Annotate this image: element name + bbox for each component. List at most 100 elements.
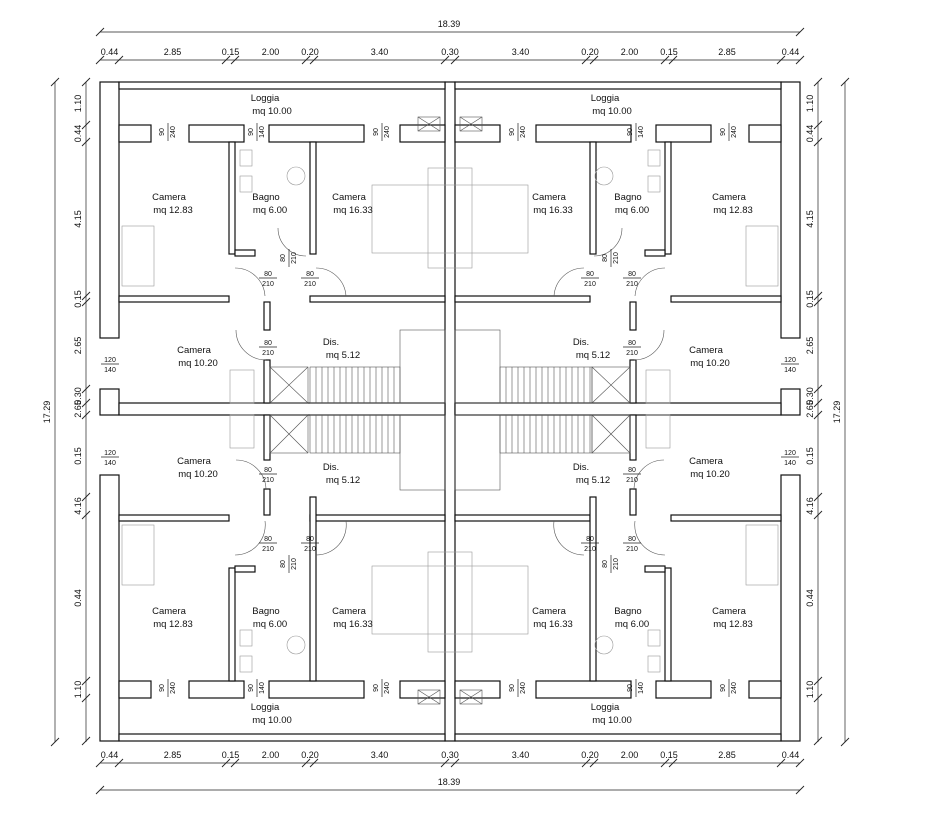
right-dim-segment-label: 1.10 — [805, 681, 815, 699]
right-dim-segment-label: 0.30 — [805, 387, 815, 405]
left-dim-segment-label: 0.44 — [73, 589, 83, 607]
top-dim-tick — [309, 55, 319, 65]
bath-door-width: 80 — [602, 254, 609, 262]
window-height: 240 — [520, 682, 527, 694]
door-height: 210 — [626, 350, 638, 357]
camera-c-bl-area: mq 10.20 — [178, 469, 218, 480]
window-width: 90 — [248, 128, 255, 136]
left-dim-segment-label: 1.10 — [73, 95, 83, 113]
camera-c-bl-name: Camera — [177, 456, 212, 467]
right-dim-segment-label: 0.15 — [805, 290, 815, 308]
right-dim-tick — [813, 297, 823, 307]
door-height: 210 — [626, 477, 638, 484]
top-dim-segment-label: 2.00 — [262, 47, 280, 57]
window-height: 240 — [170, 126, 177, 138]
right-dim-tick — [813, 676, 823, 686]
top-dim-segment-label: 0.15 — [660, 47, 678, 57]
right-dim-tick — [813, 291, 823, 301]
bagno-tr-name: Bagno — [614, 192, 641, 203]
left-dim-tick — [81, 410, 91, 420]
door-height: 210 — [262, 477, 274, 484]
bath-door-width: 80 — [280, 560, 287, 568]
camera-a-bl-area: mq 12.83 — [153, 619, 193, 630]
window-height: 240 — [731, 682, 738, 694]
bagno-br-name: Bagno — [614, 606, 641, 617]
left-dim-tick — [81, 120, 91, 130]
right-dim-segment-label: 2.65 — [805, 400, 815, 418]
bagno-tr-area: mq 6.00 — [615, 205, 649, 216]
bottom-dim-segment-label: 3.40 — [512, 750, 530, 760]
bath-door-height: 210 — [291, 558, 298, 570]
right-dim-tick — [813, 693, 823, 703]
top-dim-tick — [668, 55, 678, 65]
right-dim-tick — [813, 736, 823, 746]
window-width: 90 — [509, 128, 516, 136]
dis-tr-name: Dis. — [573, 337, 589, 348]
left-dim-tick — [81, 492, 91, 502]
right-dim-tick — [813, 492, 823, 502]
left-dim-tick — [81, 384, 91, 394]
dis-bl-name: Dis. — [323, 462, 339, 473]
door-height: 210 — [626, 281, 638, 288]
dis-bl-area: mq 5.12 — [326, 475, 360, 486]
top-dim-segment-label: 3.40 — [371, 47, 389, 57]
top-dim-segment-label: 2.85 — [718, 47, 736, 57]
bath-door-height: 210 — [291, 252, 298, 264]
left-dimensions: 17.29 1.100.444.150.152.650.302.650.154.… — [42, 77, 91, 747]
side-window-width: 120 — [784, 357, 796, 364]
window-height: 240 — [731, 126, 738, 138]
camera-b-tl-area: mq 16.33 — [333, 205, 373, 216]
top-dim-tick — [660, 55, 670, 65]
bottom-dim-tick — [795, 758, 805, 768]
bath-door-height: 210 — [613, 252, 620, 264]
bottom-dim-tick — [776, 758, 786, 768]
top-dim-tick — [221, 55, 231, 65]
bottom-dim-segment-label: 3.40 — [371, 750, 389, 760]
top-dim-segment-label: 0.20 — [301, 47, 319, 57]
left-dim-segment-label: 0.15 — [73, 447, 83, 465]
left-dim-tick — [81, 137, 91, 147]
bottom-dim-tick — [450, 758, 460, 768]
camera-a-tl-name: Camera — [152, 192, 187, 203]
dis-br-name: Dis. — [573, 462, 589, 473]
left-dim-tick — [81, 736, 91, 746]
top-dim-segment-label: 0.44 — [782, 47, 800, 57]
door-height: 210 — [626, 546, 638, 553]
camera-b-tl-name: Camera — [332, 192, 367, 203]
door-width: 80 — [628, 340, 636, 347]
window-height: 240 — [520, 126, 527, 138]
dis-br-area: mq 5.12 — [576, 475, 610, 486]
right-dim-tick — [813, 77, 823, 87]
right-dim-segment-label: 4.16 — [805, 497, 815, 515]
window-width: 90 — [720, 684, 727, 692]
top-dim-segment-label: 0.20 — [581, 47, 599, 57]
top-dim-tick — [440, 55, 450, 65]
top-dim-segment-label: 0.44 — [101, 47, 119, 57]
window-width: 90 — [509, 684, 516, 692]
camera-c-tr-name: Camera — [689, 345, 724, 356]
right-dim-tick — [813, 384, 823, 394]
window-width: 90 — [248, 684, 255, 692]
right-dim-tick — [813, 398, 823, 408]
side-window-width: 120 — [784, 450, 796, 457]
furniture — [121, 149, 779, 673]
bottom-dim-tick — [230, 758, 240, 768]
left-dim-tick — [81, 510, 91, 520]
side-window-width: 120 — [104, 357, 116, 364]
bottom-dim-tick — [668, 758, 678, 768]
door-height: 210 — [304, 546, 316, 553]
right-dim-segment-label: 2.65 — [805, 337, 815, 355]
door-height: 210 — [584, 281, 596, 288]
loggia-top-left-name: Loggia — [251, 93, 280, 104]
top-dim-tick — [450, 55, 460, 65]
door-width: 80 — [586, 271, 594, 278]
camera-c-br-area: mq 10.20 — [690, 469, 730, 480]
left-dim-segment-label: 2.65 — [73, 400, 83, 418]
loggia-top-right-name: Loggia — [591, 93, 620, 104]
camera-c-tl-name: Camera — [177, 345, 212, 356]
bagno-bl-name: Bagno — [252, 606, 279, 617]
left-dim-segment-label: 0.44 — [73, 125, 83, 143]
dis-tl-area: mq 5.12 — [326, 350, 360, 361]
loggia-top-left-area: mq 10.00 — [252, 106, 292, 117]
